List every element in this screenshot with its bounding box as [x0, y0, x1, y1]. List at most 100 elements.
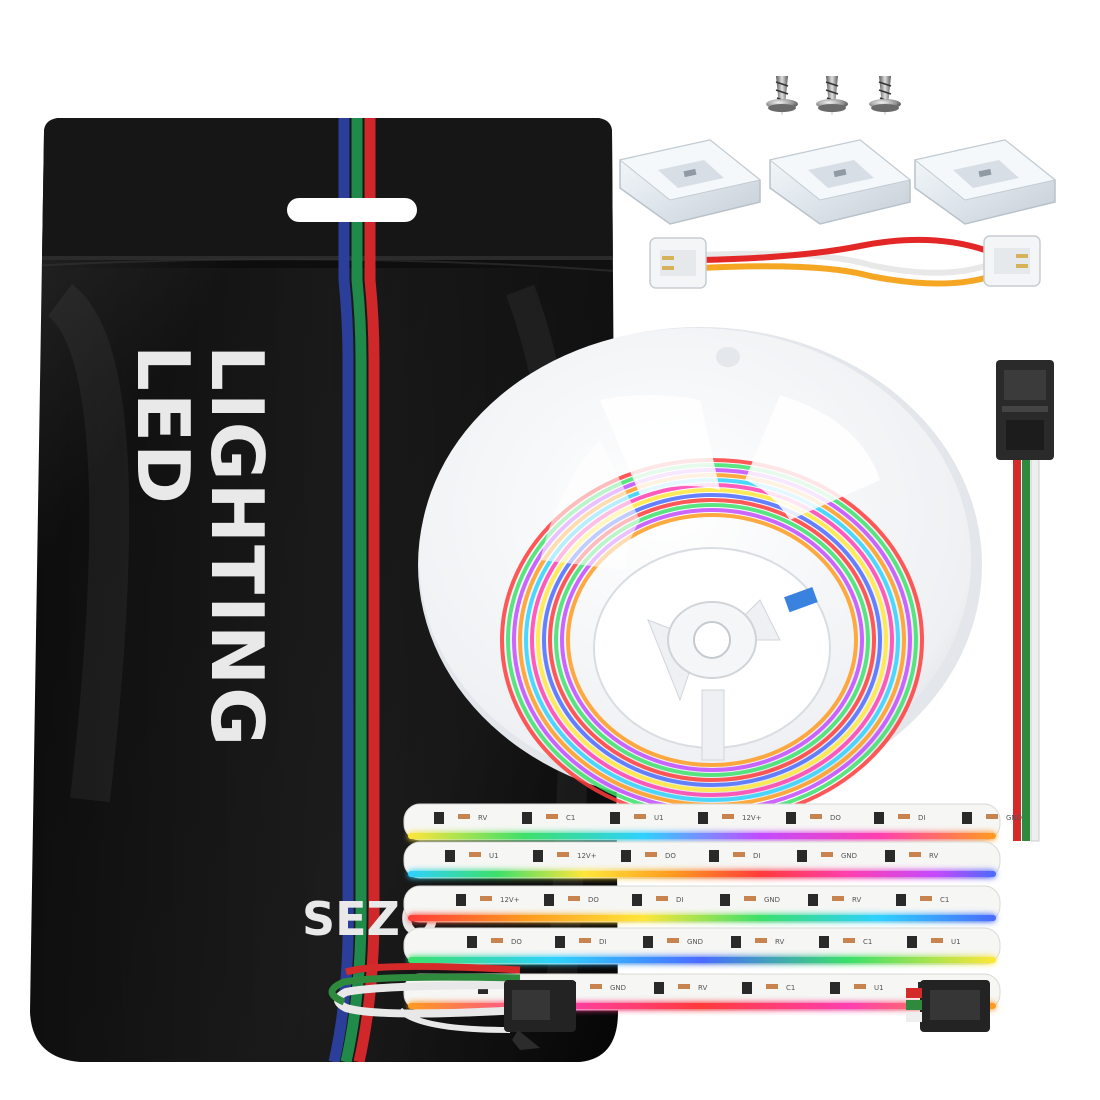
pcb-label: RV: [478, 814, 487, 822]
resistor-pad: [480, 896, 492, 901]
resistor-pad: [667, 938, 679, 943]
ic-chip: [632, 894, 642, 906]
screws: [766, 76, 901, 116]
pcb-label: C1: [786, 984, 795, 992]
pcb-label: DO: [511, 938, 522, 946]
coil-ring: [548, 498, 876, 782]
led-line: [408, 915, 996, 921]
ic-chip: [709, 850, 719, 862]
pcb-label: RV: [929, 852, 938, 860]
strip-loop: 12V+ DO DI GND RV C1: [403, 885, 1001, 923]
resistor-pad: [491, 938, 503, 943]
ic-chip: [731, 936, 741, 948]
led-line: [408, 871, 996, 877]
ic-chip: [742, 982, 752, 994]
ic-chip: [907, 936, 917, 948]
resistor-pad: [722, 814, 734, 819]
coil-ring: [566, 513, 858, 767]
bag-title: LED LIGHTING: [121, 345, 279, 748]
ic-chip: [467, 936, 477, 948]
ic-chip: [533, 850, 543, 862]
strip-loop: DO DI GND RV C1 U1: [403, 927, 1001, 965]
led-line: [408, 957, 996, 963]
front-cable: [328, 962, 990, 1050]
resistor-pad: [557, 852, 569, 857]
pcb-label: GND: [764, 896, 780, 904]
pcb-label: DO: [665, 852, 676, 860]
resistor-pad: [579, 938, 591, 943]
pcb-label: DO: [830, 814, 841, 822]
pcb-label: RV: [852, 896, 861, 904]
hang-hole: [287, 198, 417, 222]
resistor-pad: [744, 896, 756, 901]
mounting-clip-icon: [913, 139, 1057, 225]
resistor-pad: [733, 852, 745, 857]
pcb-label: C1: [566, 814, 575, 822]
resistor-pad: [469, 852, 481, 857]
ic-chip: [720, 894, 730, 906]
pigtail-cable: [996, 360, 1054, 842]
pcb-label: U1: [654, 814, 664, 822]
pcb-label: GND: [841, 852, 857, 860]
ic-chip: [621, 850, 631, 862]
pcb-label: DI: [676, 896, 683, 904]
mounting-clip-icon: [618, 139, 762, 225]
pcb-label: U1: [489, 852, 499, 860]
resistor-pad: [645, 852, 657, 857]
mounting-clips: [618, 139, 1057, 225]
resistor-pad: [810, 814, 822, 819]
coil-ring: [554, 503, 870, 777]
coil-ring: [560, 508, 864, 772]
ic-chip: [819, 936, 829, 948]
pcb-label: C1: [940, 896, 949, 904]
ic-chip: [643, 936, 653, 948]
resistor-pad: [656, 896, 668, 901]
pcb-label: GND: [610, 984, 626, 992]
pcb-label: DI: [599, 938, 606, 946]
strip-loop: U1 12V+ DO DI GND RV: [403, 841, 1001, 879]
resistor-pad: [843, 938, 855, 943]
resistor-pad: [832, 896, 844, 901]
ic-chip: [456, 894, 466, 906]
ic-chip: [610, 812, 620, 824]
coil-ring: [542, 493, 882, 787]
pcb-label: GND: [1006, 814, 1022, 822]
screw-icon: [766, 76, 798, 116]
ic-chip: [808, 894, 818, 906]
ic-chip: [874, 812, 884, 824]
ic-chip: [434, 812, 444, 824]
pcb-label: RV: [775, 938, 784, 946]
pcb-label: 12V+: [742, 814, 762, 822]
pcb-label: DI: [753, 852, 760, 860]
ic-chip: [698, 812, 708, 824]
ic-chip: [896, 894, 906, 906]
pcb-label: RV: [698, 984, 707, 992]
resistor-pad: [986, 814, 998, 819]
bag-title-line1: LED: [121, 345, 205, 506]
pcb-label: DO: [588, 896, 599, 904]
resistor-pad: [920, 896, 932, 901]
resistor-pad: [931, 938, 943, 943]
ic-chip: [555, 936, 565, 948]
pcb-label: 12V+: [577, 852, 597, 860]
ic-chip: [544, 894, 554, 906]
bag-title-line2: LIGHTING: [195, 345, 279, 748]
ic-chip: [962, 812, 972, 824]
ic-chip: [830, 982, 840, 994]
resistor-pad: [678, 984, 690, 989]
ic-chip: [797, 850, 807, 862]
ic-chip: [885, 850, 895, 862]
bag-stripes: [328, 118, 380, 1062]
resistor-pad: [458, 814, 470, 819]
screw-icon: [869, 76, 901, 116]
resistor-pad: [590, 984, 602, 989]
pcb-label: GND: [687, 938, 703, 946]
resistor-pad: [909, 852, 921, 857]
pcb-label: 12V+: [500, 896, 520, 904]
pcb-label: U1: [951, 938, 961, 946]
resistor-pad: [634, 814, 646, 819]
resistor-pad: [755, 938, 767, 943]
pcb-label: C1: [863, 938, 872, 946]
